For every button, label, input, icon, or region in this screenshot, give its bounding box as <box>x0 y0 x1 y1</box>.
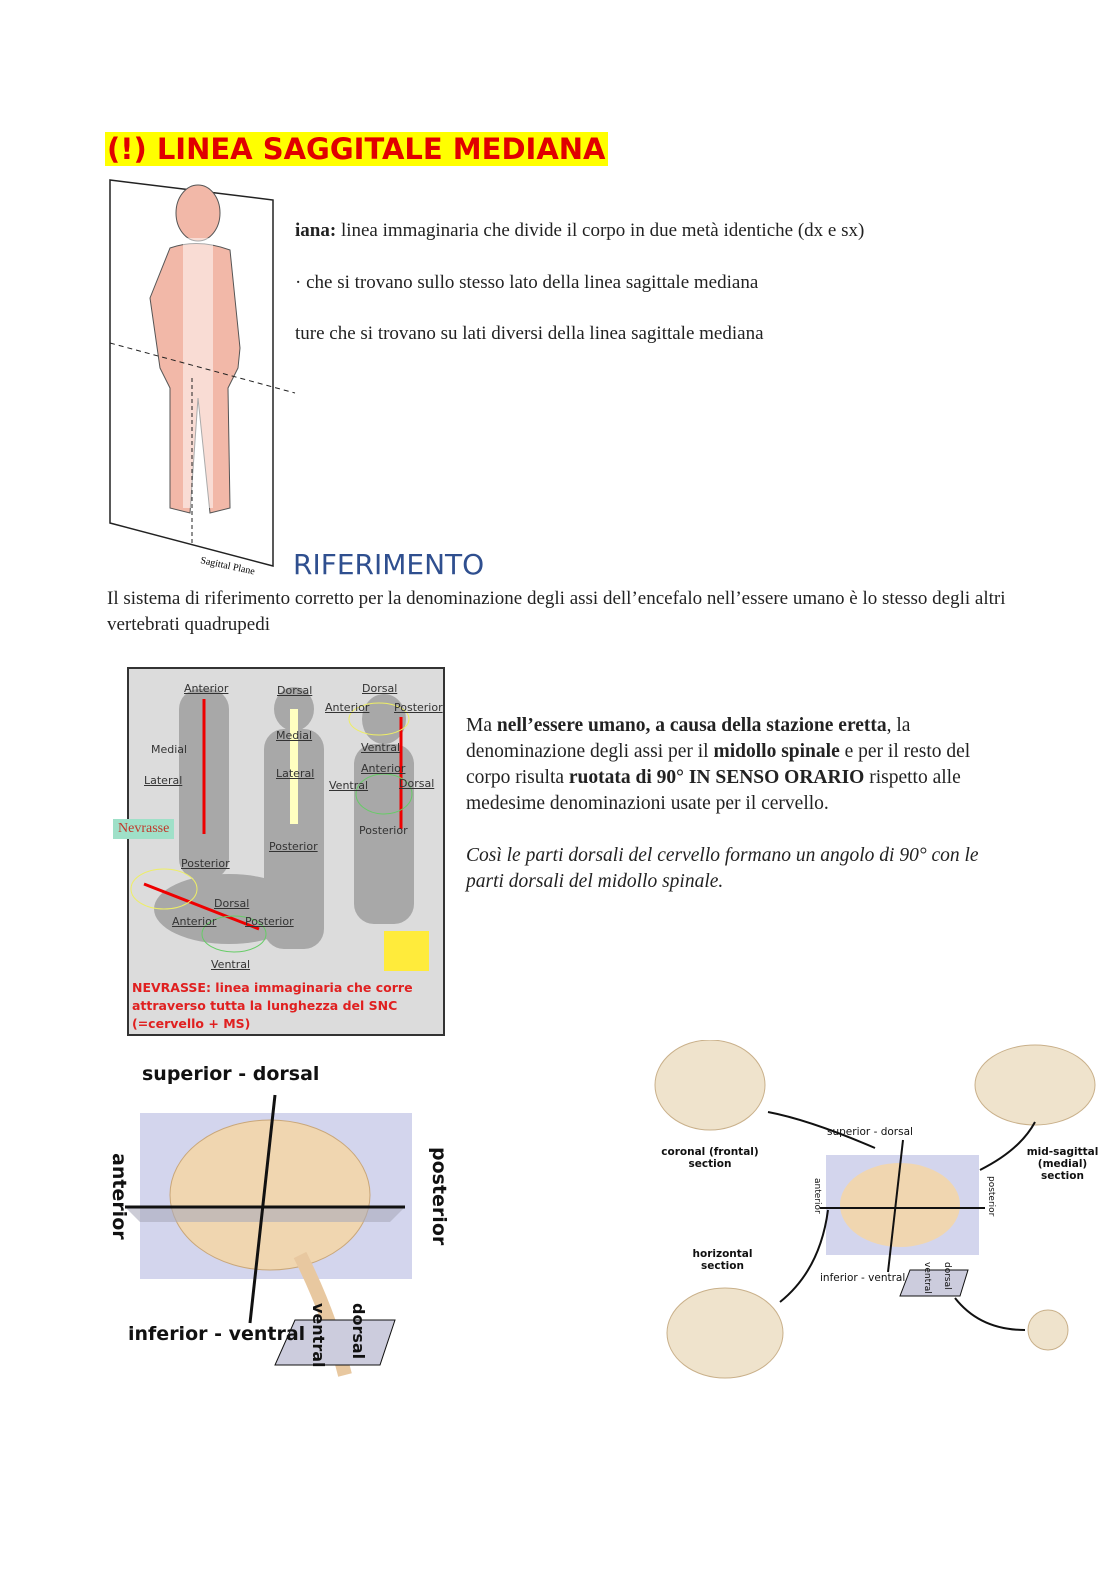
horizontal-label: horizontal section <box>692 1248 753 1272</box>
definition-text: linea immaginaria che divide il corpo in… <box>336 220 865 241</box>
axis-label: Posterior <box>245 915 294 928</box>
axis-label: Posterior <box>359 824 408 837</box>
axis-label: Anterior <box>325 701 370 714</box>
axis-label: Lateral <box>144 774 183 787</box>
section-heading: RIFERIMENTO <box>293 548 485 581</box>
axis-label: Medial <box>276 729 313 742</box>
axis-label: Medial <box>151 743 188 756</box>
axis-label: Lateral <box>276 767 315 780</box>
nevrasse-tag: Nevrasse <box>113 819 175 839</box>
posterior-label: posterior <box>986 1176 996 1217</box>
body-text: Ma nell’essere umano, a causa della staz… <box>466 713 1006 895</box>
axis-label: Anterior <box>172 915 217 928</box>
inferior-label: inferior - ventral <box>820 1272 906 1284</box>
axis-label: Ventral <box>329 779 369 792</box>
anterior-label: anterior <box>108 1153 130 1240</box>
section-title: (!) LINEA SAGGITALE MEDIANA <box>105 132 608 166</box>
axis-label: Dorsal <box>277 684 313 697</box>
axis-label: Dorsal <box>214 897 250 910</box>
axes-figure: Anterior Posterior Medial Lateral Dorsal… <box>113 667 445 1036</box>
axis-label: Dorsal <box>399 777 435 790</box>
axis-label: Dorsal <box>362 682 398 695</box>
axis-label: Anterior <box>184 682 229 695</box>
axis-label: Ventral <box>211 958 251 971</box>
paragraph-rotation: Ma nell’essere umano, a causa della staz… <box>466 713 1006 817</box>
superior-label: superior - dorsal <box>827 1126 913 1138</box>
text: e per il resto del corpo risulta <box>466 741 971 788</box>
axis-label: Ventral <box>361 741 401 754</box>
coronal-label: coronal (frontal) section <box>661 1146 759 1170</box>
definition-line: ture che si trovano su lati diversi dell… <box>295 323 764 344</box>
bold-text: nell’essere umano, a causa della stazion… <box>496 715 887 736</box>
axis-label: Posterior <box>269 840 318 853</box>
dorsal-label: dorsal <box>349 1303 368 1360</box>
brain-planes-figure: superior - dorsal inferior - ventral ant… <box>100 1055 460 1385</box>
figure-caption: NEVRASSE: linea immaginaria che corre at… <box>132 980 413 1031</box>
silhouettes <box>130 687 429 971</box>
sagittal-plane-figure: Sagittal Plane <box>109 179 296 578</box>
bold-text: midollo spinale <box>713 741 840 762</box>
posterior-label: posterior <box>428 1147 450 1246</box>
brain-sections-drawing <box>654 1040 1096 1379</box>
midsagittal-label: mid-sagittal (medial) section <box>1026 1146 1099 1182</box>
bold-text: ruotata di 90° IN SENSO ORARIO <box>568 767 865 788</box>
text: Ma <box>466 715 497 736</box>
axis-label: Posterior <box>394 701 443 714</box>
axis-label: Anterior <box>361 762 406 775</box>
paragraph-dorsal: Così le parti dorsali del cervello forma… <box>466 845 979 892</box>
axis-label: Posterior <box>181 857 230 870</box>
definition-line: iana: linea immaginaria che divide il co… <box>295 220 864 242</box>
plane-label: Sagittal Plane <box>199 555 256 577</box>
inferior-label: inferior - ventral <box>128 1323 306 1345</box>
superior-label: superior - dorsal <box>142 1063 320 1085</box>
anterior-label: anterior <box>812 1178 822 1214</box>
definition-line: · che si trovano sullo stesso lato della… <box>295 272 759 293</box>
ventral-label: ventral <box>922 1262 932 1294</box>
dorsal-label: dorsal <box>942 1262 952 1290</box>
term: iana: <box>295 220 337 241</box>
ventral-label: ventral <box>309 1303 328 1368</box>
intro-paragraph: Il sistema di riferimento corretto per l… <box>107 588 1006 635</box>
text: rispetto alle medesime denominazioni usa… <box>466 767 961 814</box>
brain-sections-figure: coronal (frontal) section mid-sagittal (… <box>650 1040 1116 1385</box>
brain-planes-drawing <box>125 1094 412 1377</box>
text: , la denominazione degli assi per il <box>466 715 911 762</box>
